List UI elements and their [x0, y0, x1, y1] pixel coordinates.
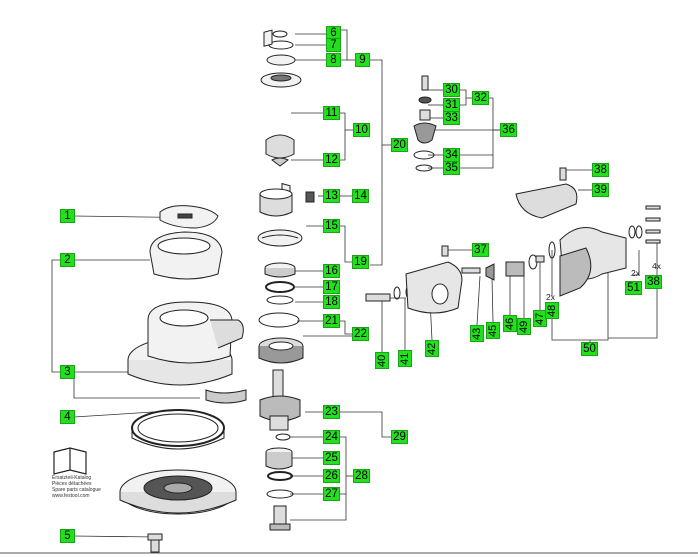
part-label-18[interactable]: 18: [323, 295, 340, 309]
part-label-33[interactable]: 33: [443, 111, 460, 125]
part-label-5[interactable]: 5: [60, 529, 75, 543]
part-label-45[interactable]: 45: [486, 322, 500, 339]
part-label-27[interactable]: 27: [323, 487, 340, 501]
part-label-35[interactable]: 35: [443, 161, 460, 175]
part-label-8[interactable]: 8: [326, 53, 341, 67]
part-label-9[interactable]: 9: [355, 53, 370, 67]
part-label-24[interactable]: 24: [323, 430, 340, 444]
part-label-48[interactable]: 48: [545, 302, 559, 319]
part-label-2[interactable]: 2: [60, 253, 75, 267]
catalog-line-3: Spare parts catalogue: [52, 487, 101, 493]
part-label-41[interactable]: 41: [398, 350, 412, 367]
part-label-42[interactable]: 42: [425, 340, 439, 357]
part-label-22[interactable]: 22: [352, 327, 369, 341]
part-label-13[interactable]: 13: [323, 189, 340, 203]
part-label-34[interactable]: 34: [443, 148, 460, 162]
quantity-note-48: 2x: [546, 292, 555, 302]
part-label-1[interactable]: 1: [60, 209, 75, 223]
part-label-31[interactable]: 31: [443, 98, 460, 112]
part-label-39[interactable]: 39: [592, 183, 609, 197]
part-sketches: [119, 29, 661, 553]
part-label-49[interactable]: 49: [517, 318, 531, 335]
part-label-28[interactable]: 28: [353, 469, 370, 483]
part-label-30[interactable]: 30: [443, 83, 460, 97]
part-label-38-top[interactable]: 38: [592, 163, 609, 177]
part-label-12[interactable]: 12: [323, 153, 340, 167]
part-label-3[interactable]: 3: [60, 365, 75, 379]
part-label-20[interactable]: 20: [391, 138, 408, 152]
catalog-line-1: Ersatzteil-Katalog: [52, 475, 92, 481]
part-label-4[interactable]: 4: [60, 410, 75, 424]
part-label-29[interactable]: 29: [391, 430, 408, 444]
part-label-26[interactable]: 26: [323, 469, 340, 483]
part-label-16[interactable]: 16: [323, 264, 340, 278]
part-label-32[interactable]: 32: [472, 91, 489, 105]
catalog-line-2: Pièces détachées: [52, 481, 92, 487]
part-label-51[interactable]: 51: [625, 281, 642, 295]
part-label-14[interactable]: 14: [352, 189, 369, 203]
catalog-line-4: www.festool.com: [52, 493, 90, 499]
catalog-reference: Ersatzteil-Katalog Pièces détachées Spar…: [52, 475, 112, 499]
part-label-10[interactable]: 10: [353, 123, 370, 137]
part-label-21[interactable]: 21: [323, 314, 340, 328]
part-label-43[interactable]: 43: [470, 325, 484, 342]
part-label-50[interactable]: 50: [581, 342, 598, 356]
part-label-19[interactable]: 19: [352, 255, 369, 269]
part-label-25[interactable]: 25: [323, 451, 340, 465]
part-label-7[interactable]: 7: [326, 38, 341, 52]
part-label-40[interactable]: 40: [375, 352, 389, 369]
part-label-36[interactable]: 36: [500, 123, 517, 137]
catalog-book-icon: [53, 447, 87, 475]
part-label-17[interactable]: 17: [323, 280, 340, 294]
part-label-11[interactable]: 11: [323, 106, 340, 120]
part-label-37[interactable]: 37: [472, 243, 489, 257]
part-label-23[interactable]: 23: [323, 405, 340, 419]
part-label-46[interactable]: 46: [503, 315, 517, 332]
part-label-38-right[interactable]: 38: [645, 275, 662, 289]
quantity-note-51: 2x: [631, 268, 640, 278]
quantity-note-38: 4x: [652, 261, 661, 271]
part-label-15[interactable]: 15: [323, 219, 340, 233]
